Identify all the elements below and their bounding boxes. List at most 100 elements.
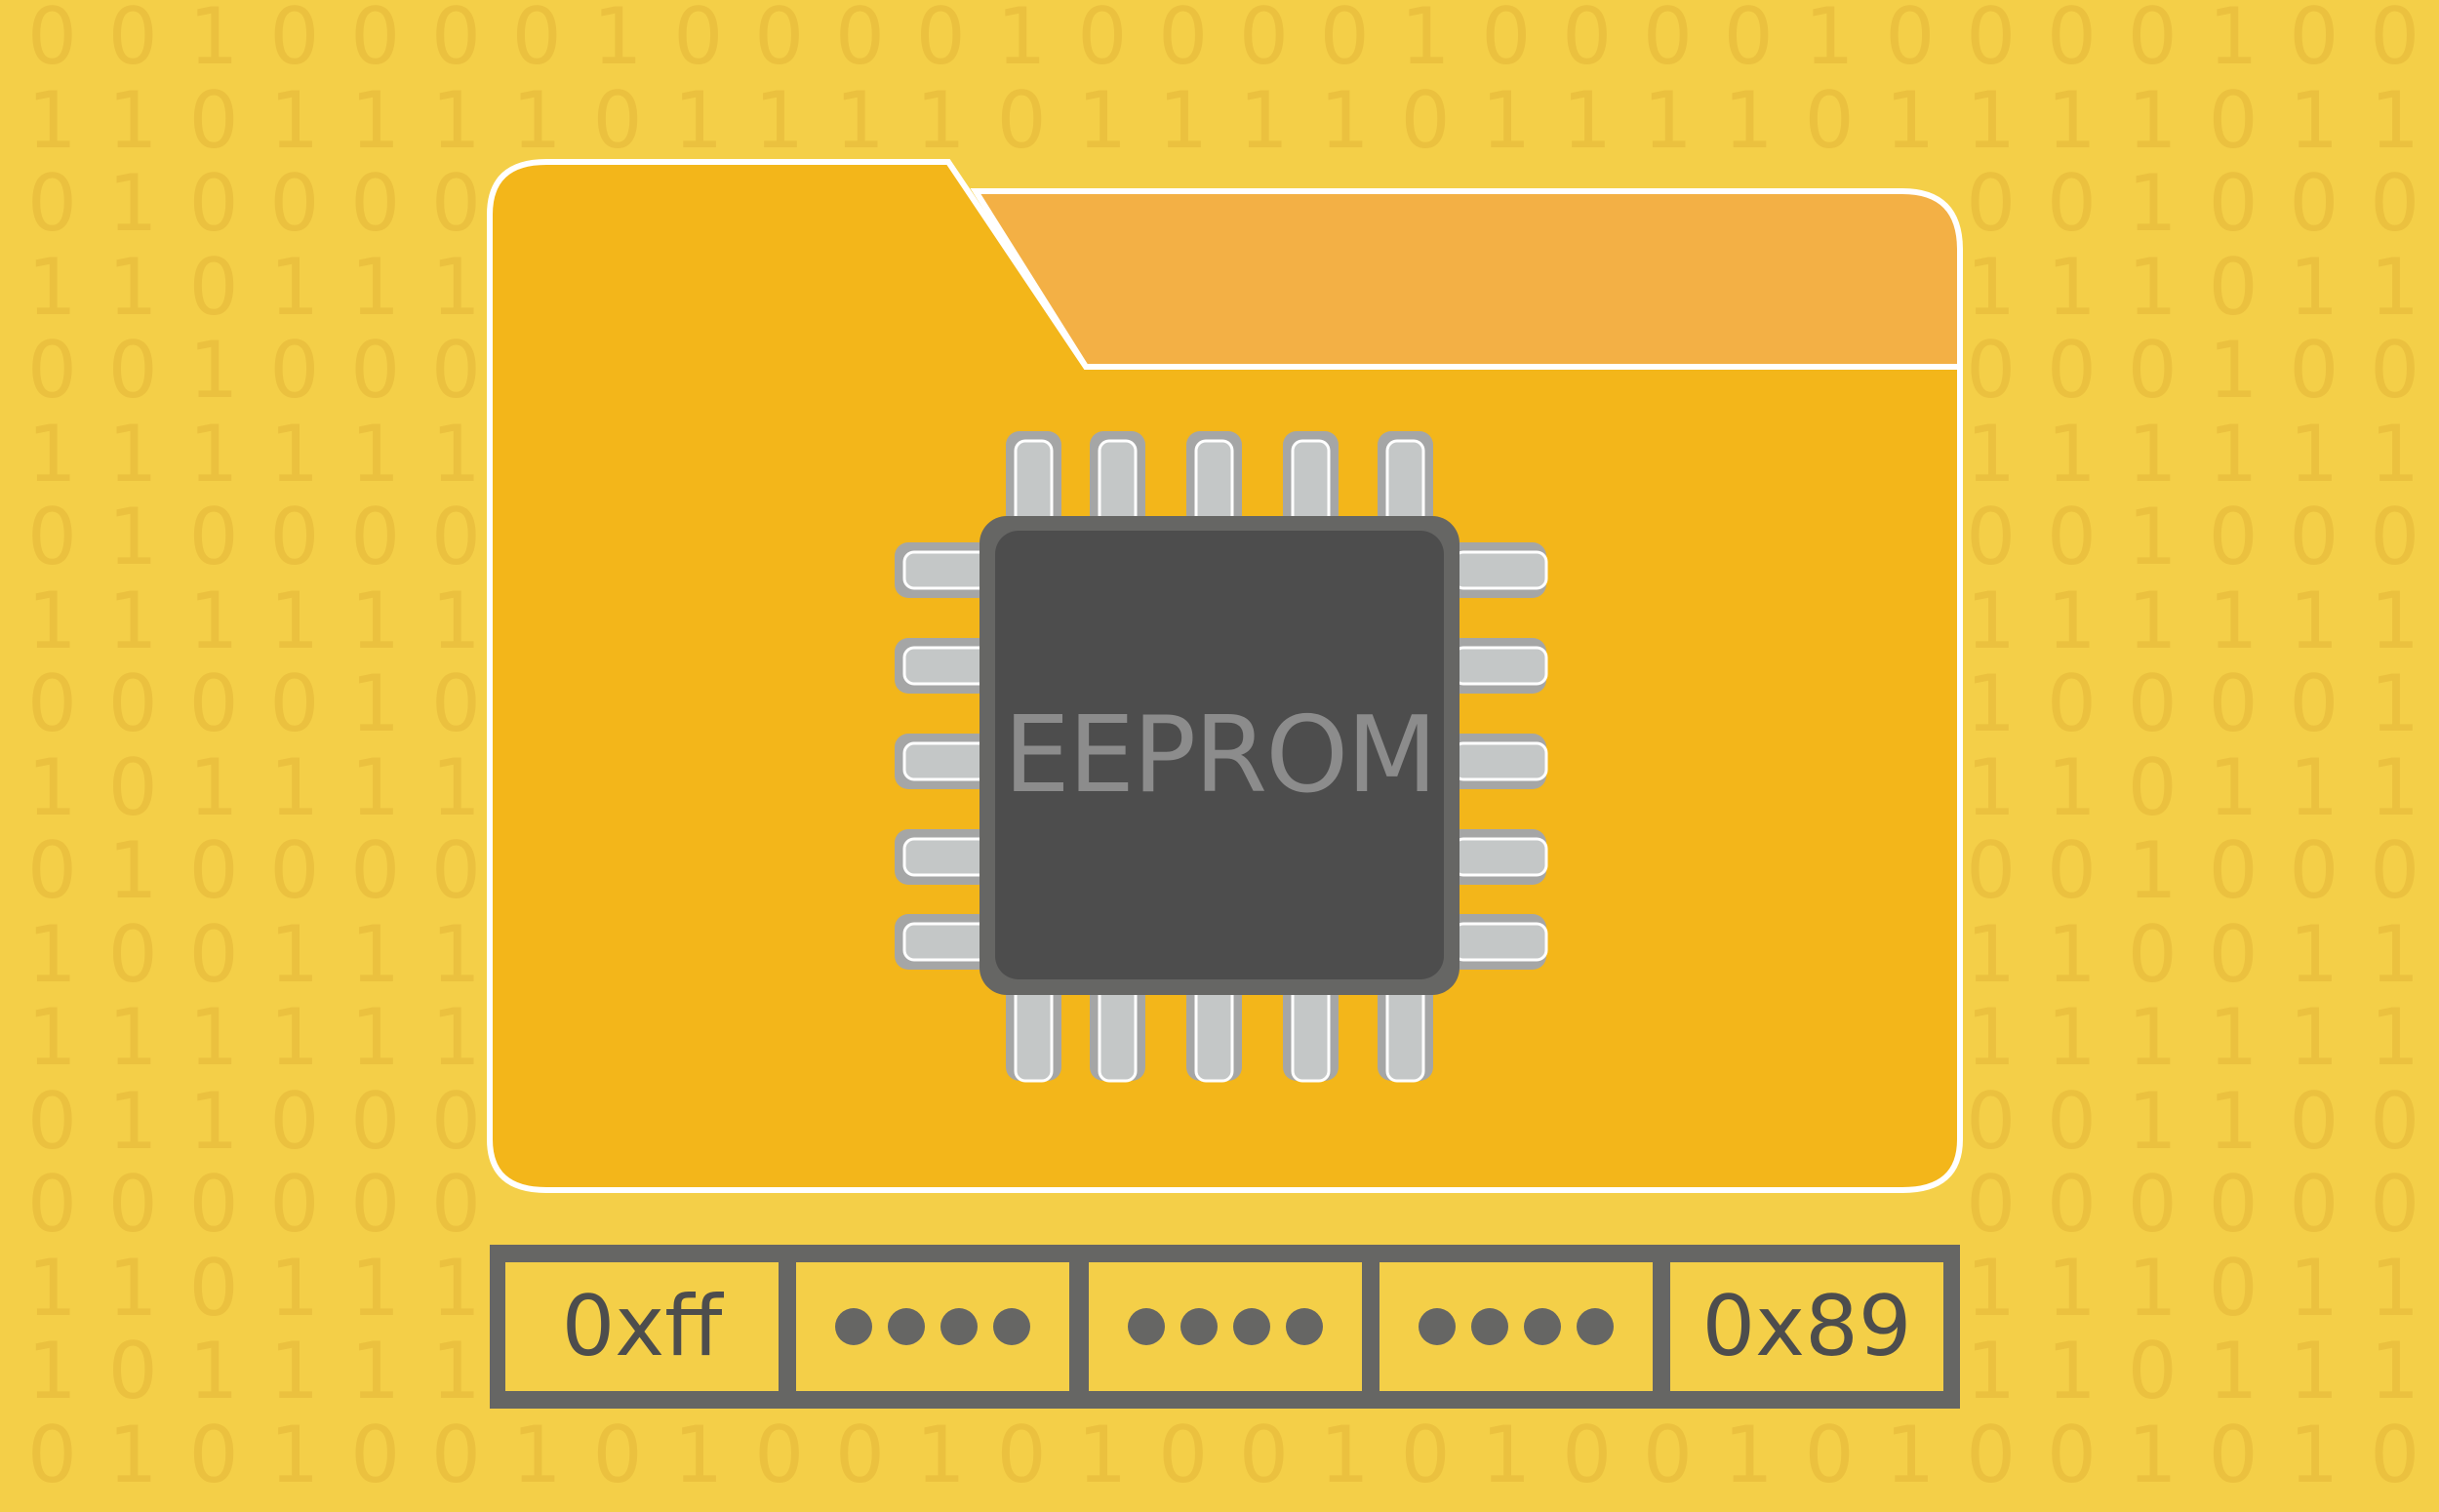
chip-pin [1090, 431, 1145, 531]
chip-pin [1444, 542, 1548, 598]
binary-digit: 1 [2208, 741, 2259, 833]
binary-digit: 1 [1319, 1409, 1370, 1500]
binary-digit: 1 [188, 1075, 239, 1167]
binary-digit: 1 [107, 158, 158, 249]
binary-digit: 0 [350, 325, 401, 416]
binary-digit: 1 [107, 1409, 158, 1500]
binary-digit: 0 [27, 325, 77, 416]
binary-digit: 0 [1643, 1409, 1693, 1500]
binary-digit: 0 [431, 658, 481, 749]
binary-digit: 1 [1966, 408, 2017, 499]
chip-pin [1444, 914, 1548, 970]
binary-digit: 0 [188, 492, 239, 582]
binary-digit: 1 [2370, 1326, 2420, 1416]
binary-digit: 0 [2370, 0, 2420, 82]
binary-digit: 1 [269, 908, 320, 1000]
binary-digit: 0 [2208, 1159, 2259, 1250]
binary-digit: 0 [915, 0, 966, 82]
binary-digit: 1 [2208, 0, 2259, 82]
binary-digit: 1 [2047, 1242, 2097, 1333]
chip-pin [895, 734, 994, 789]
binary-digit: 1 [107, 992, 158, 1083]
chip-pin [1186, 431, 1242, 531]
binary-digit: 0 [269, 0, 320, 82]
dot-icon [1419, 1308, 1456, 1345]
binary-digit: 1 [2289, 241, 2339, 333]
binary-digit: 1 [1966, 658, 2017, 749]
binary-digit: 1 [1966, 1242, 2017, 1333]
binary-digit: 0 [1723, 0, 1774, 82]
binary-digit: 1 [431, 74, 481, 166]
chip-pin [1006, 975, 1061, 1083]
binary-digit: 0 [188, 158, 239, 249]
dot-icon [888, 1308, 925, 1345]
binary-digit: 1 [2127, 492, 2178, 582]
binary-digit: 1 [2127, 74, 2178, 166]
dot-icon [1524, 1308, 1561, 1345]
binary-digit: 1 [2047, 408, 2097, 499]
binary-digit: 1 [188, 1326, 239, 1416]
binary-digit: 1 [269, 408, 320, 499]
binary-digit: 0 [2370, 1075, 2420, 1167]
binary-digit: 1 [2370, 658, 2420, 749]
binary-digit: 0 [2127, 0, 2178, 82]
binary-digit: 0 [188, 241, 239, 333]
binary-digit: 0 [188, 825, 239, 916]
binary-digit: 1 [2370, 408, 2420, 499]
binary-digit: 1 [754, 74, 805, 166]
binary-digit: 0 [2047, 158, 2097, 249]
byte-cell-masked [796, 1262, 1069, 1391]
binary-digit: 1 [107, 241, 158, 333]
binary-digit: 0 [2289, 158, 2339, 249]
binary-digit: 1 [431, 1242, 481, 1333]
binary-digit: 0 [1239, 0, 1289, 82]
binary-digit: 1 [2370, 992, 2420, 1083]
binary-digit: 0 [350, 1409, 401, 1500]
binary-digit: 1 [1966, 575, 2017, 666]
binary-digit: 0 [2047, 1409, 2097, 1500]
binary-digit: 0 [431, 492, 481, 582]
binary-digit: 1 [107, 492, 158, 582]
binary-digit: 0 [1966, 0, 2017, 82]
binary-digit: 0 [2127, 1159, 2178, 1250]
binary-digit: 0 [2370, 158, 2420, 249]
binary-digit: 1 [27, 1326, 77, 1416]
binary-digit: 1 [2289, 992, 2339, 1083]
binary-digit: 1 [269, 575, 320, 666]
binary-digit: 0 [2127, 908, 2178, 1000]
binary-digit: 0 [1400, 74, 1451, 166]
binary-digit: 0 [107, 0, 158, 82]
binary-digit: 1 [1804, 0, 1855, 82]
binary-digit: 0 [269, 158, 320, 249]
binary-digit: 0 [1966, 1075, 2017, 1167]
binary-digit: 1 [107, 408, 158, 499]
binary-digit: 0 [1966, 158, 2017, 249]
binary-digit: 1 [2127, 408, 2178, 499]
binary-digit: 1 [2127, 1409, 2178, 1500]
dot-icon [1233, 1308, 1270, 1345]
binary-digit: 0 [592, 1409, 643, 1500]
binary-digit: 1 [1966, 241, 2017, 333]
binary-digit: 0 [188, 1159, 239, 1250]
dot-icon [835, 1308, 872, 1345]
binary-digit: 0 [1158, 0, 1209, 82]
chip-pin [895, 829, 994, 885]
dot-icon [1286, 1308, 1323, 1345]
binary-digit: 0 [2047, 658, 2097, 749]
binary-digit: 1 [1481, 1409, 1532, 1500]
binary-digit: 0 [27, 825, 77, 916]
binary-digit: 0 [1966, 1409, 2017, 1500]
binary-digit: 1 [107, 575, 158, 666]
binary-digit: 1 [188, 992, 239, 1083]
binary-digit: 0 [107, 325, 158, 416]
binary-digit: 0 [2047, 492, 2097, 582]
binary-digit: 0 [835, 1409, 885, 1500]
binary-digit: 1 [1966, 741, 2017, 833]
binary-digit: 0 [1562, 0, 1613, 82]
binary-digit: 1 [1966, 1326, 2017, 1416]
binary-digit: 0 [2289, 1159, 2339, 1250]
binary-digit: 0 [2208, 158, 2259, 249]
binary-digit: 0 [350, 0, 401, 82]
binary-digit: 1 [2289, 408, 2339, 499]
